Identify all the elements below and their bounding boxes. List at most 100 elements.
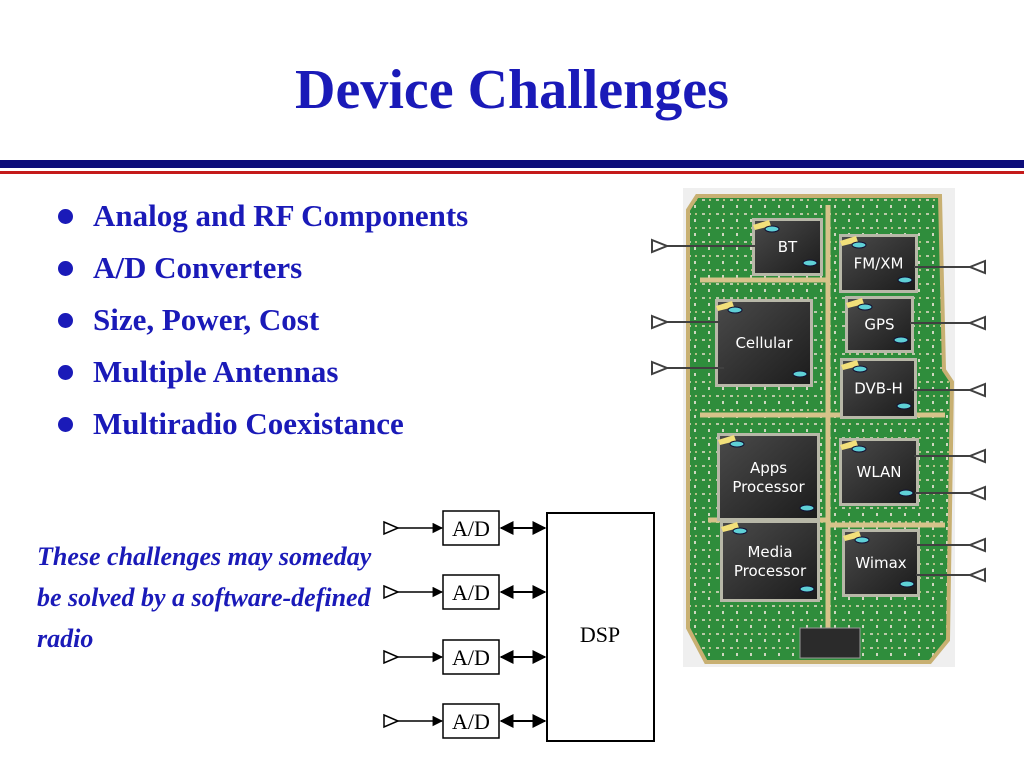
adc-group: A/D A/D A/D A/D (383, 510, 547, 739)
pad-dot (792, 370, 808, 378)
board-chip: BT (752, 218, 823, 276)
antenna-lead (651, 238, 756, 254)
adc-label: A/D (452, 580, 490, 605)
chip-border (839, 234, 918, 293)
pad-dot (899, 580, 915, 588)
chip-body (755, 221, 820, 273)
antenna-lead (915, 485, 986, 501)
pad-dot (852, 365, 868, 373)
antenna-lead (914, 448, 986, 464)
adc-label: A/D (452, 645, 490, 670)
pad-dot (851, 241, 867, 249)
adc-block (442, 574, 500, 610)
board-chip: Wimax (842, 529, 920, 597)
adc-block (442, 510, 500, 546)
board-chip: GPS (845, 296, 914, 353)
dsp-block (546, 512, 655, 742)
pin1-marker (843, 531, 861, 541)
chip-border (720, 520, 820, 602)
pad-dot (857, 303, 873, 311)
pad-dot (851, 445, 867, 453)
chip-border (717, 433, 820, 521)
pin1-marker (841, 360, 859, 370)
pin1-marker (840, 440, 858, 450)
sdr-caption: These challenges may someday be solved b… (37, 542, 372, 653)
pin1-marker (840, 236, 858, 246)
bullet-item: Multiple Antennas (58, 352, 468, 404)
chip-body (718, 302, 810, 384)
chip-border (752, 218, 823, 276)
pad-dot (893, 336, 909, 344)
board-chip: Cellular (715, 299, 813, 387)
pad-dot (764, 225, 780, 233)
chip-body (720, 436, 817, 518)
antenna-icon (967, 315, 986, 331)
chip-body (723, 523, 817, 599)
pin1-marker (721, 522, 739, 532)
chip-body (845, 532, 917, 594)
adc-channel: A/D (383, 703, 547, 739)
adc-label: A/D (452, 516, 490, 541)
adc-block (442, 703, 500, 739)
chip-label: Wimax (855, 554, 906, 572)
pad-dot (732, 527, 748, 535)
board-backdrop (683, 188, 955, 667)
bullet-item: Size, Power, Cost (58, 300, 468, 352)
pad-dot (729, 440, 745, 448)
pin1-marker (753, 220, 771, 230)
bullet-item: Analog and RF Components (58, 196, 468, 248)
antenna-layer (651, 238, 986, 583)
adc-block (442, 639, 500, 675)
antenna-icon (383, 713, 400, 729)
connector (799, 627, 861, 659)
title-rule-red (0, 171, 1024, 174)
antenna-lead (651, 360, 724, 376)
bullet-dot-icon (58, 417, 73, 432)
slide-title: Device Challenges (295, 59, 729, 121)
bullet-item: Multiradio Coexistance (58, 404, 468, 456)
adc-channel: A/D (383, 574, 547, 610)
pad-dot (854, 536, 870, 544)
pin1-marker (716, 301, 734, 311)
board-traces (700, 205, 945, 655)
antenna-lead (916, 567, 986, 583)
pad-dot (802, 259, 818, 267)
adc-channel: A/D (383, 639, 547, 675)
pad-dot (799, 585, 815, 593)
chip-border (845, 296, 914, 353)
antenna-icon (651, 360, 670, 376)
antenna-icon (383, 520, 400, 536)
bullet-item: A/D Converters (58, 248, 468, 300)
chip-label: Cellular (735, 334, 793, 352)
chip-label: FM/XM (854, 255, 904, 273)
antenna-lead (914, 259, 986, 275)
antenna-icon (967, 448, 986, 464)
pad-dot (896, 402, 912, 410)
chip-label: BT (778, 238, 798, 256)
antenna-lead (916, 537, 986, 553)
pad-dot (898, 489, 914, 497)
chip-body (842, 237, 915, 290)
chip-body (843, 361, 914, 416)
board-chip: WLAN (839, 438, 919, 506)
pin1-marker (718, 435, 736, 445)
chip-label: WLAN (856, 463, 901, 481)
chip-border (840, 358, 917, 419)
board-chip: DVB-H (840, 358, 917, 419)
antenna-lead (910, 315, 986, 331)
adc-label: A/D (452, 709, 490, 734)
pad-dot (799, 504, 815, 512)
chip-border (715, 299, 813, 387)
antenna-icon (967, 567, 986, 583)
pad-dot (897, 276, 913, 284)
antenna-lead (651, 314, 720, 330)
antenna-icon (383, 649, 400, 665)
bullet-dot-icon (58, 209, 73, 224)
antenna-icon (651, 314, 670, 330)
pin1-marker (846, 298, 864, 308)
